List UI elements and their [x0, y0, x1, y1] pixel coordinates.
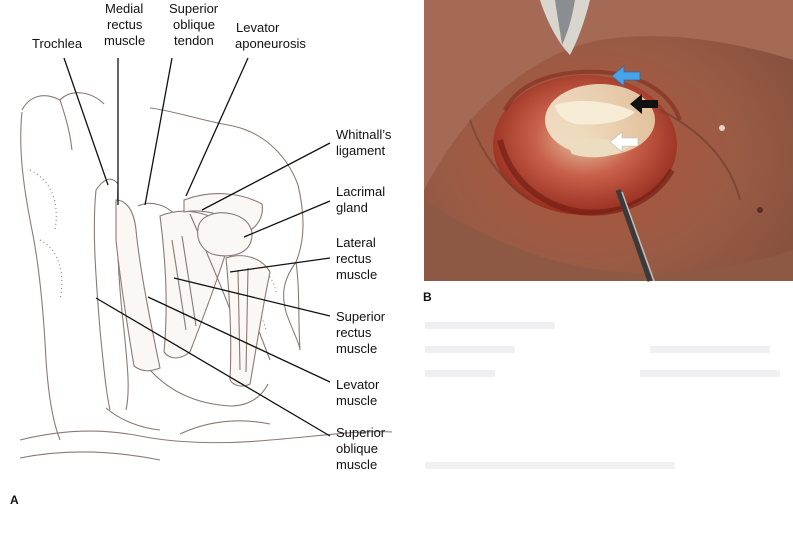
leader-superior-rectus [173, 277, 331, 317]
black-arrow [630, 94, 658, 114]
white-arrow [609, 131, 639, 153]
leader-lacrimal-gland [243, 200, 331, 238]
label-lateral-rectus: Lateral rectus muscle [336, 235, 379, 282]
leader-superior-oblique-tendon [144, 57, 173, 206]
label-trochlea: Trochlea [32, 36, 83, 51]
bleed-through-text [425, 322, 780, 469]
label-lacrimal-gland: Lacrimal gland [336, 184, 389, 215]
leader-trochlea [63, 57, 109, 186]
label-levator-muscle: Levator muscle [336, 377, 383, 408]
panel-b-photo: B [423, 0, 793, 304]
label-medial-rectus: Medial rectus muscle [104, 1, 147, 48]
label-levator-aponeurosis: Levator aponeurosis [235, 20, 306, 51]
leader-whitnalls-ligament [201, 142, 331, 211]
label-superior-oblique-muscle: Superior oblique muscle [336, 425, 389, 472]
leader-superior-oblique-muscle [95, 297, 331, 437]
leader-lateral-rectus [229, 257, 331, 273]
panel-letter-a: A [10, 493, 19, 507]
leader-levator-aponeurosis [185, 57, 249, 197]
leader-lines [63, 57, 331, 437]
label-superior-oblique-tendon: Superior oblique tendon [169, 1, 222, 48]
blue-arrow [611, 65, 641, 87]
panel-a-labels: Trochlea Medial rectus muscle Superior o… [10, 1, 395, 507]
label-superior-rectus: Superior rectus muscle [336, 309, 389, 356]
label-whitnalls-ligament: Whitnall’s ligament [336, 127, 395, 158]
leader-levator-muscle [147, 296, 331, 383]
panel-a-drawing [19, 92, 393, 461]
panel-letter-b: B [423, 290, 432, 304]
